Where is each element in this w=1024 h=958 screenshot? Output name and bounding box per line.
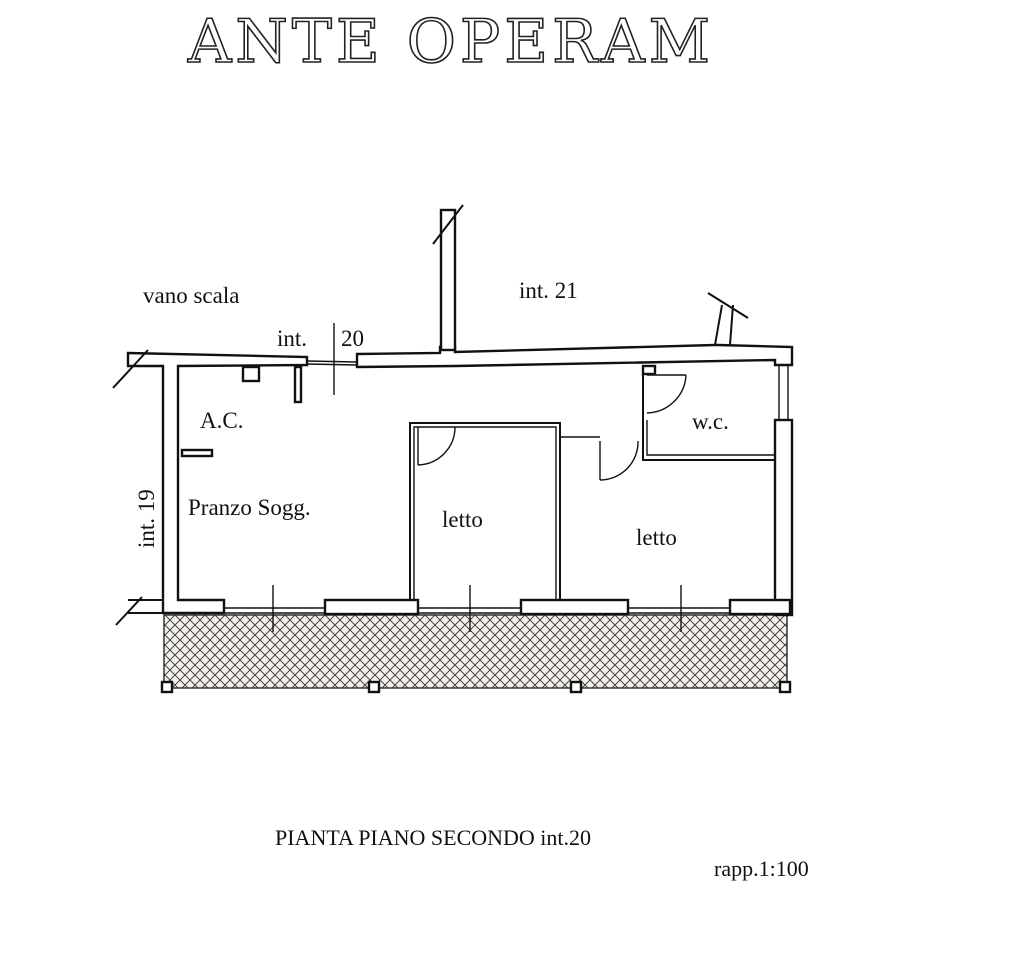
column-marker	[778, 680, 792, 694]
label-ac: A.C.	[200, 408, 243, 433]
column-marker	[569, 680, 583, 694]
walls	[112, 204, 794, 632]
page-title: ANTE OPERAM	[187, 7, 714, 77]
label-wc: w.c.	[692, 409, 729, 434]
label-int-21: int. 21	[519, 278, 578, 303]
label-int-20-b: 20	[341, 326, 364, 351]
room-labels: vano scala int. 21 int. 20 int. 19 A.C. …	[134, 278, 729, 550]
balcony	[160, 614, 792, 694]
label-int-19: int. 19	[134, 489, 159, 548]
column-marker	[367, 680, 381, 694]
label-pranzo-soggiorno: Pranzo Sogg.	[188, 495, 311, 520]
label-int-20-a: int.	[277, 326, 307, 351]
label-letto-2: letto	[636, 525, 677, 550]
label-letto-1: letto	[442, 507, 483, 532]
column-marker	[160, 680, 174, 694]
scale-label: rapp.1:100	[714, 856, 809, 881]
plan-title: PIANTA PIANO SECONDO int.20	[275, 825, 591, 850]
label-vano-scala: vano scala	[143, 283, 239, 308]
